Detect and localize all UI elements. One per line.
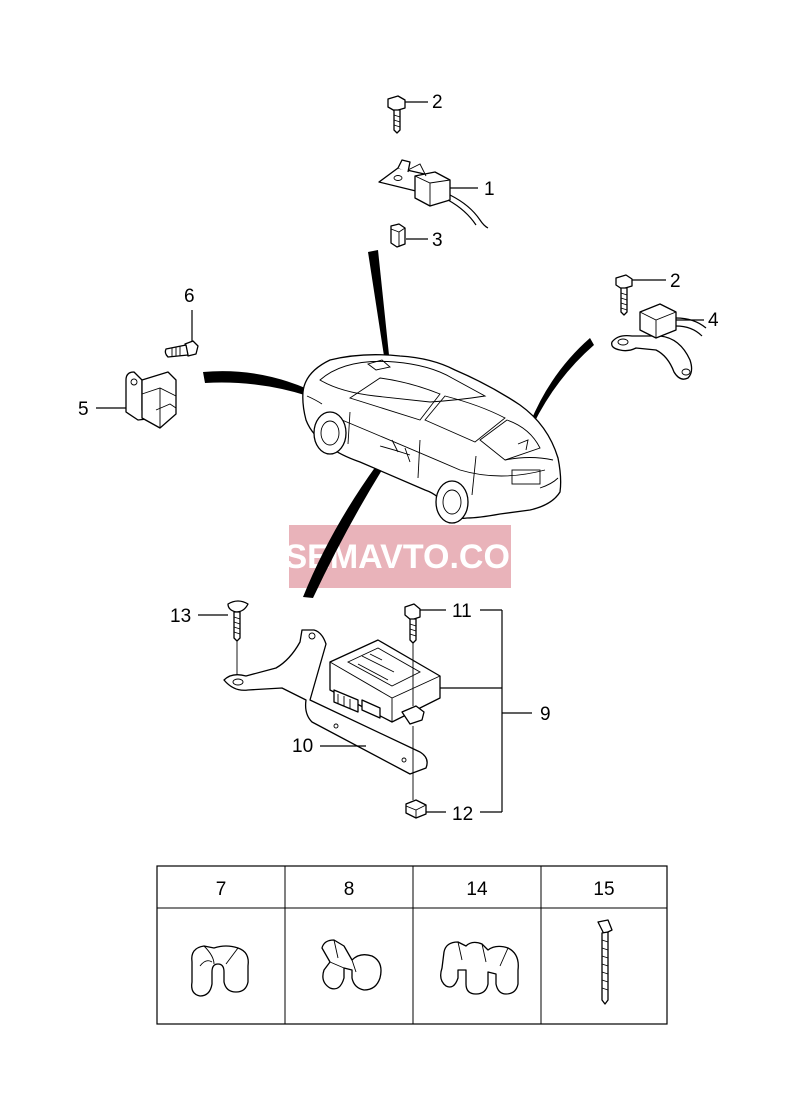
callout-10: 10 xyxy=(292,736,313,757)
callout-12: 12 xyxy=(452,804,473,825)
table-header-8: 8 xyxy=(344,879,355,900)
callout-1: 1 xyxy=(484,179,495,200)
cable-tie-icon xyxy=(597,919,613,1005)
callout-4: 4 xyxy=(708,310,719,331)
callout-13: 13 xyxy=(170,606,191,627)
callout-2-top: 2 xyxy=(432,92,443,113)
leader-wedges xyxy=(203,250,594,598)
callout-11: 11 xyxy=(452,601,472,622)
callout-5: 5 xyxy=(78,399,89,420)
sensor-1-assembly xyxy=(378,95,489,248)
watermark: VSEMAVTO.COM xyxy=(262,525,538,588)
callout-2-right: 2 xyxy=(670,271,681,292)
double-clip-icon xyxy=(321,939,382,991)
double-clip-wide-icon xyxy=(440,941,519,995)
sensor-4-assembly xyxy=(611,274,707,380)
car-body xyxy=(302,354,562,524)
control-unit-assembly xyxy=(198,600,532,819)
single-clip-icon xyxy=(191,945,249,997)
table-header-14: 14 xyxy=(466,879,488,900)
callout-9: 9 xyxy=(540,704,551,725)
sensor-5-assembly xyxy=(96,310,199,429)
table-header-15: 15 xyxy=(593,879,614,900)
clip-table: 7 8 14 15 xyxy=(156,865,668,1025)
callout-6: 6 xyxy=(184,286,195,307)
watermark-text: VSEMAVTO.COM xyxy=(262,538,538,576)
table-header-7: 7 xyxy=(216,879,227,900)
callout-3: 3 xyxy=(432,230,443,251)
callout-labels: 2 1 3 2 4 6 5 13 11 9 10 12 xyxy=(78,92,719,825)
